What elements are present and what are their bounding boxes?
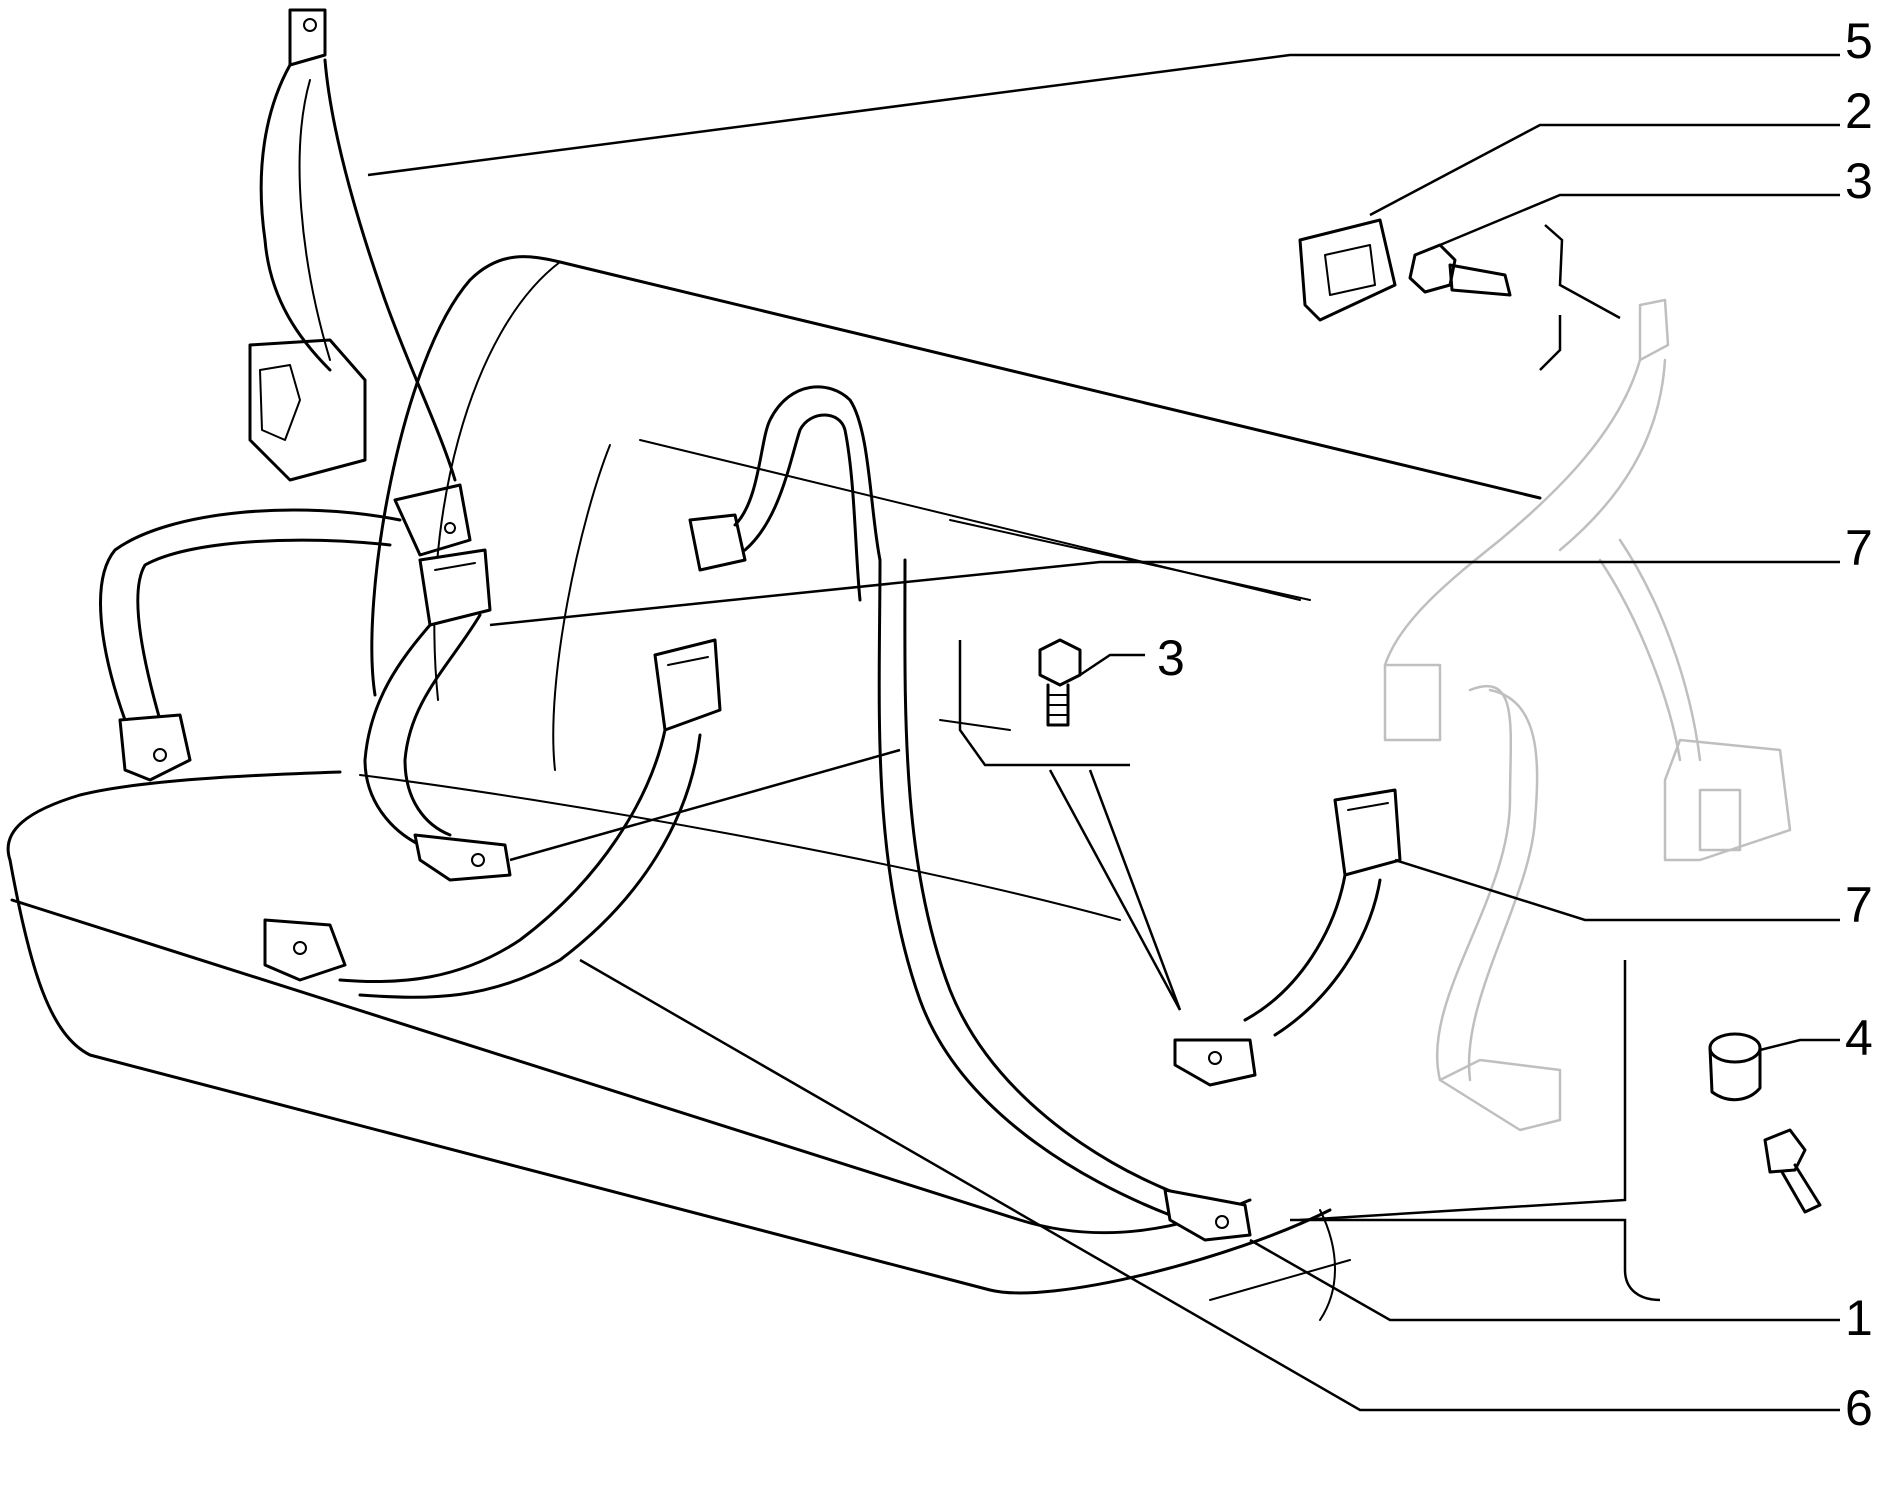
callout-labels: 5 2 3 7 3 7 4 1 6 bbox=[1157, 13, 1873, 1436]
part-1-centre-lap-belt bbox=[688, 385, 1252, 1242]
callout-1: 1 bbox=[1845, 1290, 1873, 1346]
part-4-spacer-and-bolt bbox=[1708, 1032, 1822, 1214]
grouping-brackets bbox=[958, 224, 1661, 1302]
part-7-left-buckle bbox=[363, 548, 512, 882]
callout-4: 4 bbox=[1845, 1010, 1873, 1066]
part-3-bolt-centre bbox=[1038, 638, 1082, 727]
part-2-cover bbox=[1298, 218, 1397, 322]
part-5-reel-belt bbox=[99, 8, 472, 782]
part-3-bolt-upper bbox=[1408, 243, 1512, 297]
part-6-centre-buckle bbox=[263, 638, 722, 999]
callout-6: 6 bbox=[1845, 1380, 1873, 1436]
callout-3-upper: 3 bbox=[1845, 153, 1873, 209]
callout-7-lower: 7 bbox=[1845, 877, 1873, 933]
callout-2: 2 bbox=[1845, 83, 1873, 139]
rear-seat-outline bbox=[6, 255, 1542, 1321]
ghost-right-belt bbox=[1383, 298, 1792, 1132]
callout-5: 5 bbox=[1845, 13, 1873, 69]
callout-3-centre: 3 bbox=[1157, 630, 1185, 686]
callout-7-upper: 7 bbox=[1845, 520, 1873, 576]
leader-lines bbox=[367, 53, 1840, 1412]
part-7-right-buckle bbox=[1173, 788, 1402, 1087]
